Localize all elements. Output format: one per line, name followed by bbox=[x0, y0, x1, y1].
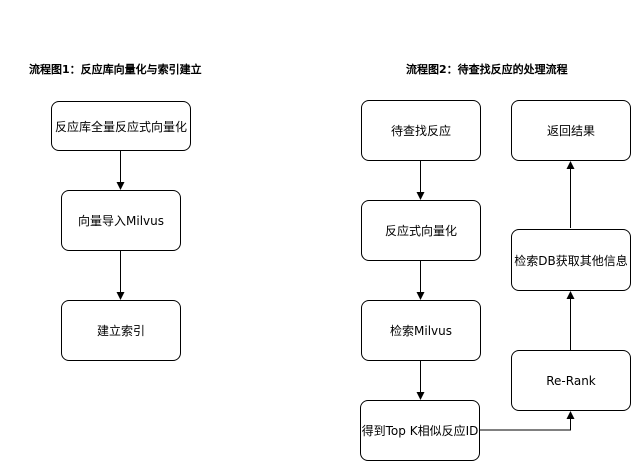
node-import-milvus: 向量导入Milvus bbox=[61, 190, 181, 251]
node-vectorize-reaction: 反应式向量化 bbox=[361, 200, 481, 261]
node-return-result: 返回结果 bbox=[511, 100, 631, 161]
node-query-db: 检索DB获取其他信息 bbox=[511, 229, 631, 291]
node-rerank: Re-Rank bbox=[511, 350, 631, 411]
node-topk-ids: 得到Top K相似反应ID bbox=[360, 400, 480, 461]
node-search-milvus: 检索Milvus bbox=[361, 300, 481, 361]
node-build-index: 建立索引 bbox=[61, 300, 181, 361]
node-vectorize-library: 反应库全量反应式向量化 bbox=[51, 101, 191, 151]
flow1-title: 流程图1：反应库向量化与索引建立 bbox=[29, 63, 202, 76]
node-query-reaction: 待查找反应 bbox=[361, 100, 481, 161]
edge-topk-to-rerank bbox=[480, 411, 575, 431]
flow2-title: 流程图2：待查找反应的处理流程 bbox=[406, 63, 568, 76]
